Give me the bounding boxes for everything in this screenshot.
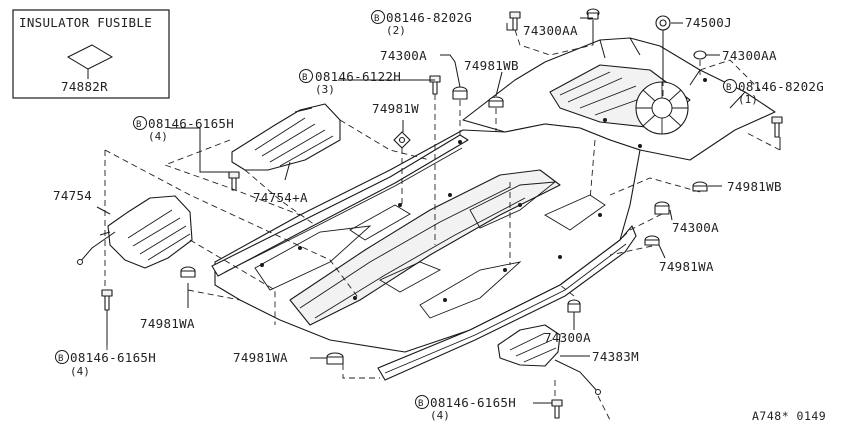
plug-74300aa-top [586, 8, 600, 20]
heat-insulator-74754 [77, 195, 193, 269]
label-74300a-top: 74300A [380, 48, 427, 63]
bolt-icon-top [509, 11, 521, 31]
plug-74981wb-top [488, 96, 504, 108]
label-74981w: 74981W [372, 101, 419, 116]
bolt-prefix-markers [55, 10, 737, 409]
label-bolt-left-lower-qty: (4) [70, 365, 90, 378]
plug-74981wa-right [644, 235, 660, 246]
heat-insulator-74754a [231, 103, 341, 171]
dashed-assembly-lines [104, 29, 781, 421]
label-74754: 74754 [53, 188, 92, 203]
bolt-icon-right [771, 116, 783, 138]
label-bolt-right-qty: (1) [738, 93, 758, 106]
label-74383m: 74383M [592, 349, 639, 364]
plug-74300a-top [452, 86, 468, 100]
right-side-sill [377, 225, 637, 381]
plug-74981wb-right [692, 181, 708, 192]
label-74981wa-bottom: 74981WA [233, 350, 288, 365]
bolt-prefix-right: B [726, 83, 732, 93]
label-74981wa-right: 74981WA [659, 259, 714, 274]
label-74300aa-right: 74300AA [722, 48, 777, 63]
plug-74981wa-left [180, 266, 196, 278]
bolt-prefix-left-upper: B [136, 120, 142, 130]
label-bolt-bottom-qty: (4) [430, 409, 450, 422]
bolt-icon-left-lower [101, 289, 113, 311]
label-74754a: 74754+A [253, 190, 308, 205]
bolt-prefix-bottom: B [418, 399, 424, 409]
label-bolt-top: 08146-8202G [386, 10, 472, 25]
grommet-74300a-bottom [567, 299, 581, 313]
label-bolt-right: 08146-8202G [738, 79, 824, 94]
bolt-icon-mid [429, 75, 441, 95]
label-bolt-mid: 08146-6122H [315, 69, 401, 84]
legend-part-number: 74882R [61, 79, 108, 94]
label-bolt-mid-qty: (3) [315, 83, 335, 96]
label-bolt-top-qty: (2) [386, 24, 406, 37]
plug-74300aa-right [693, 50, 707, 60]
drawing-reference: A748* 0149 [752, 409, 826, 423]
label-74981wa-left: 74981WA [140, 316, 195, 331]
plug-74300a-right [654, 201, 670, 215]
floor-panel-assembly [211, 37, 776, 381]
plug-74981wa-bottom [326, 352, 344, 365]
heat-insulator-74383m [497, 324, 601, 395]
label-bolt-left-upper-qty: (4) [148, 130, 168, 143]
label-bolt-left-upper: 08146-6165H [148, 116, 234, 131]
bolt-prefix-mid: B [302, 73, 308, 83]
bolt-icon-left-upper [228, 171, 240, 191]
legend-title: INSULATOR FUSIBLE [19, 15, 152, 30]
label-74300a-right: 74300A [672, 220, 719, 235]
label-74981wb-right: 74981WB [727, 179, 782, 194]
label-74300a-bottom: 74300A [544, 330, 591, 345]
insulator-fusible-icon [66, 44, 114, 70]
label-74981wb-top: 74981WB [464, 58, 519, 73]
grommet-74500j [655, 15, 671, 31]
plug-74981w [393, 131, 411, 149]
bolt-prefix-left-lower: B [58, 354, 64, 364]
label-74500j: 74500J [685, 15, 732, 30]
bolt-icon-bottom [551, 399, 563, 419]
insulator-fusible-legend: INSULATOR FUSIBLE 74882R [12, 9, 170, 99]
label-74300aa-top: 74300AA [523, 23, 578, 38]
label-bolt-left-lower: 08146-6165H [70, 350, 156, 365]
bolt-prefix-top: B [374, 14, 380, 24]
leader-lines [96, 17, 781, 404]
label-bolt-bottom: 08146-6165H [430, 395, 516, 410]
